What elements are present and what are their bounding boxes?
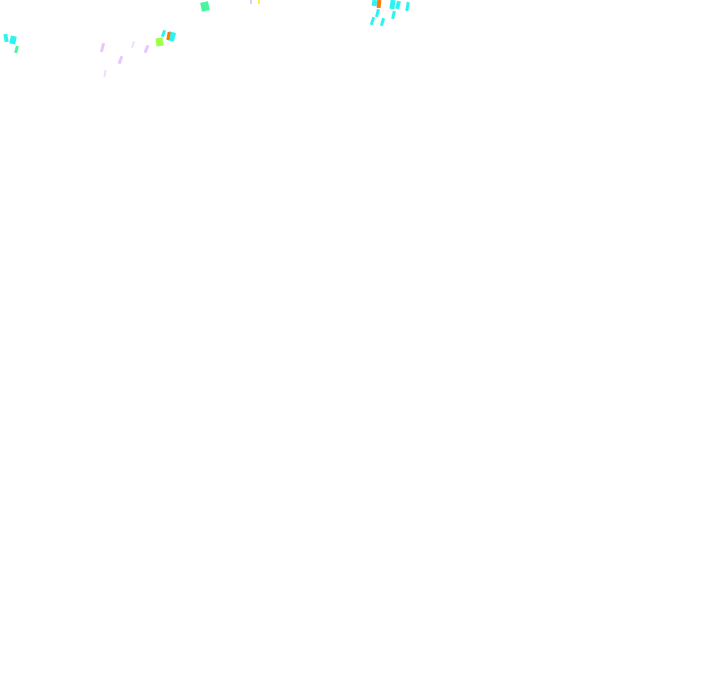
confetti-mark [405,1,410,12]
confetti-mark [376,0,382,9]
confetti-mark [117,55,124,65]
confetti-mark [250,0,252,4]
confetti-mark [167,31,176,42]
confetti-mark [143,44,150,54]
confetti-mark [130,40,136,49]
confetti-mark [9,35,17,45]
confetti-mark [166,31,171,41]
confetti-mark [155,37,164,47]
confetti-mark [389,0,396,10]
confetti-mark [375,8,380,18]
confetti-mark [103,69,107,78]
confetti-mark [395,0,401,10]
confetti-mark [258,0,260,4]
confetti-mark [14,45,19,54]
confetti-mark [160,29,167,38]
confetti-mark [3,33,9,43]
confetti-mark [369,16,376,26]
confetti-mark [379,17,386,27]
confetti-mark [371,0,378,7]
confetti-mark [200,1,210,12]
confetti-mark [391,10,396,20]
confetti-mark [99,42,106,53]
